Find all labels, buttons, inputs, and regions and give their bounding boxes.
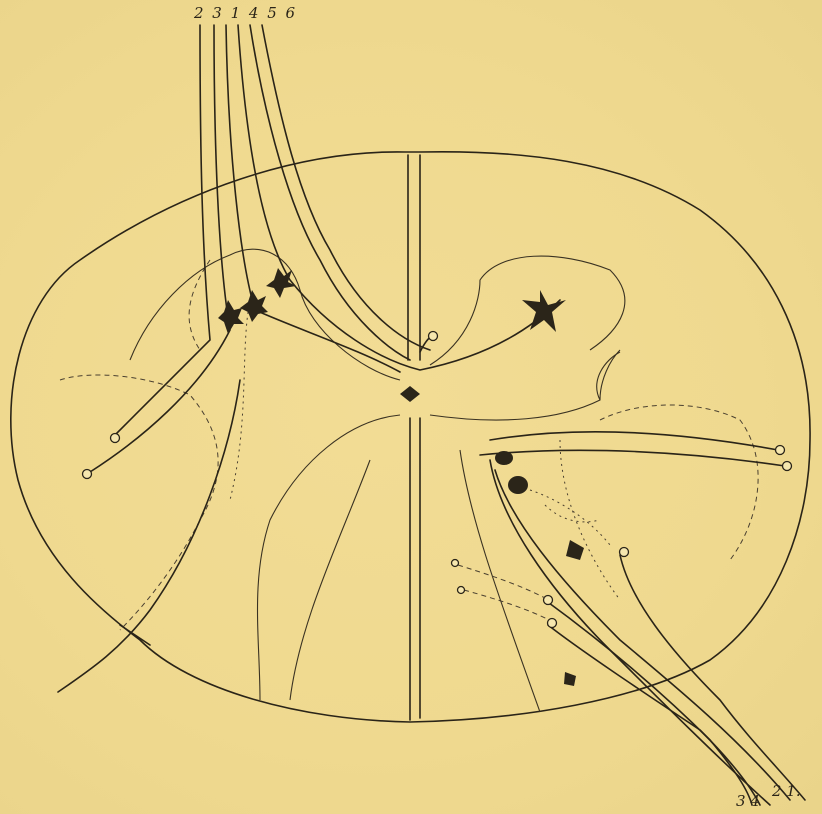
ventral-fiber-d: [548, 625, 760, 805]
bottom-right-fiber-labels-a: 2 1.: [772, 782, 801, 800]
neuron-left-3: [218, 300, 244, 334]
neuron-left-2: [240, 290, 268, 322]
terminal-top: [429, 332, 438, 341]
central-canal: [400, 386, 420, 402]
commissural-fiber-1: [490, 432, 778, 450]
grey-matter-right: [430, 256, 625, 365]
fiber-3: [90, 25, 230, 472]
bottom-right-fiber-labels-b: 3 4: [736, 792, 760, 810]
neuron-ventral-3: [566, 540, 584, 560]
neuron-ventral-1: [508, 476, 528, 494]
fiber-2: [115, 25, 210, 435]
neuron-anterior: [564, 672, 576, 686]
top-fiber-labels: 2 3 1 4 5 6: [194, 4, 297, 22]
anterior-median-fissure: [410, 418, 420, 720]
fiber-5: [250, 25, 410, 360]
neuron-ventral-2: [495, 451, 513, 465]
terminal-left-1: [111, 434, 120, 443]
posterior-median-septum: [408, 155, 420, 360]
terminal-left-2: [83, 470, 92, 479]
ventral-fiber-c: [620, 555, 805, 800]
ventral-fiber-b: [490, 460, 770, 805]
fiber-4: [238, 25, 560, 370]
ventral-fiber-a: [495, 470, 790, 800]
commissural-fiber-2: [480, 450, 785, 466]
